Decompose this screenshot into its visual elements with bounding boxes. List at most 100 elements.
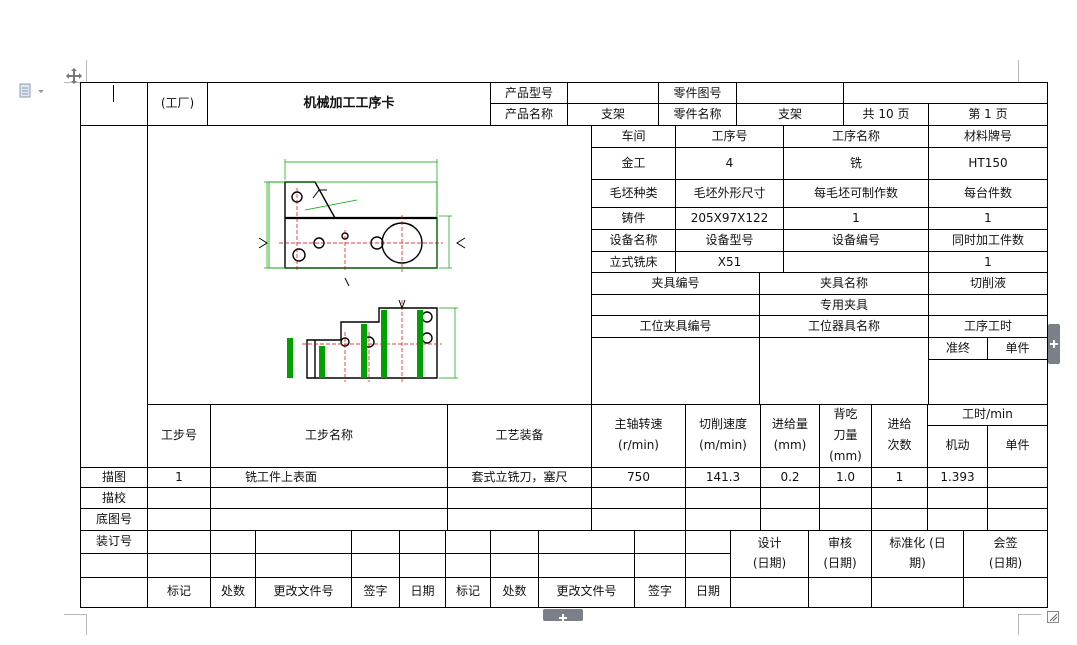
step-cut-speed: 141.3 <box>705 470 741 484</box>
total-pages: 共 10 页 <box>862 107 910 121</box>
count-label-1: 处数 <box>220 584 245 598</box>
col-time: 工时/min <box>962 407 1013 421</box>
move-handle-icon[interactable] <box>66 68 82 84</box>
step-no: 1 <box>175 470 183 484</box>
step-depth: 1.0 <box>835 470 856 484</box>
step-feed: 0.2 <box>780 470 800 484</box>
date-label-2: 日期 <box>695 584 720 598</box>
product-name-label: 产品名称 <box>504 107 553 121</box>
fixture-no-label: 夹具编号 <box>651 276 700 290</box>
process-time-label: 工序工时 <box>963 319 1012 333</box>
coolant-label: 切削液 <box>969 276 1006 290</box>
base-label: 底图号 <box>95 512 132 526</box>
document-icon[interactable] <box>18 83 48 99</box>
col-step-name: 工步名称 <box>304 428 353 442</box>
col-feed-1: 进给量 <box>771 417 808 431</box>
countersign-date-label: (日期) <box>988 556 1023 570</box>
process-name-value: 铣 <box>849 156 862 170</box>
doc-label-2: 更改文件号 <box>556 584 617 598</box>
equip-name-value: 立式铣床 <box>609 255 658 269</box>
process-no-value: 4 <box>725 156 734 170</box>
simul-label: 同时加工件数 <box>951 233 1024 247</box>
station-name-label: 工位器具名称 <box>807 319 880 333</box>
product-model-label: 产品型号 <box>504 86 553 100</box>
col-step-no: 工步号 <box>160 428 197 442</box>
bind-label: 装订号 <box>95 534 132 548</box>
step-machine-time: 1.393 <box>940 470 975 484</box>
part-name-value: 支架 <box>777 107 802 121</box>
col-machine: 机动 <box>945 438 970 452</box>
page-corner-br <box>1018 614 1041 635</box>
simul-value: 1 <box>984 255 992 269</box>
fixture-name-label: 夹具名称 <box>819 276 868 290</box>
countersign-label: 会签 <box>993 536 1018 550</box>
step-name: 铣工件上表面 <box>244 470 317 484</box>
page-corner-bl <box>64 614 87 635</box>
design-date-label: (日期) <box>752 556 787 570</box>
per-blank-label: 每毛坯可制作数 <box>813 186 898 200</box>
standard-date-label: 期) <box>909 556 926 570</box>
part-drawing-label: 零件图号 <box>673 86 722 100</box>
col-speed-1: 主轴转速 <box>614 417 663 431</box>
unit-time-label: 单件 <box>1005 341 1030 355</box>
add-column-icon[interactable] <box>1048 324 1060 364</box>
workshop-label: 车间 <box>621 129 646 143</box>
col-pass-2: 次数 <box>887 438 912 452</box>
part-name-label: 零件名称 <box>673 107 722 121</box>
blank-size-label: 毛坯外形尺寸 <box>693 186 766 200</box>
page-number: 第 1 页 <box>968 107 1008 121</box>
mark-label-1: 标记 <box>166 584 191 598</box>
factory-label: (工厂) <box>160 96 195 110</box>
add-row-icon[interactable] <box>543 609 583 622</box>
step-equipment: 套式立铣刀，塞尺 <box>471 470 568 484</box>
mark-label-2: 标记 <box>455 584 480 598</box>
workshop-value: 金工 <box>621 156 646 170</box>
resize-handle-icon[interactable] <box>1047 608 1059 623</box>
review-label: 审核 <box>827 536 852 550</box>
col-pass-1: 进给 <box>887 417 912 431</box>
col-single: 单件 <box>1005 438 1030 452</box>
check-label: 描校 <box>101 491 126 505</box>
equip-model-value: X51 <box>717 255 742 269</box>
col-equipment: 工艺装备 <box>495 428 544 442</box>
col-depth-2: 刀量 <box>833 428 858 442</box>
text-cursor <box>113 85 114 102</box>
doc-label-1: 更改文件号 <box>273 584 334 598</box>
equip-model-label: 设备型号 <box>705 233 754 247</box>
process-name-label: 工序名称 <box>831 129 880 143</box>
date-label-1: 日期 <box>410 584 435 598</box>
design-label: 设计 <box>757 536 782 550</box>
per-unit-label: 每台件数 <box>963 186 1012 200</box>
material-label: 材料牌号 <box>963 129 1012 143</box>
equip-name-label: 设备名称 <box>609 233 658 247</box>
col-cut-1: 切削速度 <box>698 417 747 431</box>
per-blank-value: 1 <box>852 211 860 225</box>
signature-label-2: 签字 <box>647 584 672 598</box>
count-label-2: 处数 <box>502 584 527 598</box>
col-speed-2: (r/min) <box>618 438 659 452</box>
col-depth-1: 背吃 <box>833 407 858 421</box>
card-title: 机械加工工序卡 <box>303 96 395 111</box>
fixture-name-value: 专用夹具 <box>819 298 868 312</box>
step-passes: 1 <box>895 470 904 484</box>
trace-label: 描图 <box>101 470 126 484</box>
product-name-value: 支架 <box>600 107 625 121</box>
step-speed: 750 <box>627 470 650 484</box>
review-date-label: (日期) <box>823 556 857 570</box>
col-depth-3: (mm) <box>829 449 862 463</box>
standard-label: 标准化 (日 <box>889 536 946 550</box>
blank-size-value: 205X97X122 <box>690 211 769 225</box>
prep-time-label: 准终 <box>945 341 970 355</box>
equip-no-label: 设备编号 <box>831 233 880 247</box>
signature-label-1: 签字 <box>363 584 388 598</box>
blank-type-value: 铸件 <box>621 211 646 225</box>
per-unit-value: 1 <box>984 211 992 225</box>
blank-type-label: 毛坯种类 <box>609 186 658 200</box>
col-cut-2: (m/min) <box>699 438 747 452</box>
station-no-label: 工位夹具编号 <box>639 319 712 333</box>
part-drawing <box>258 159 466 382</box>
col-feed-2: (mm) <box>773 438 807 452</box>
process-no-label: 工序号 <box>711 129 748 143</box>
material-value: HT150 <box>968 156 1008 170</box>
